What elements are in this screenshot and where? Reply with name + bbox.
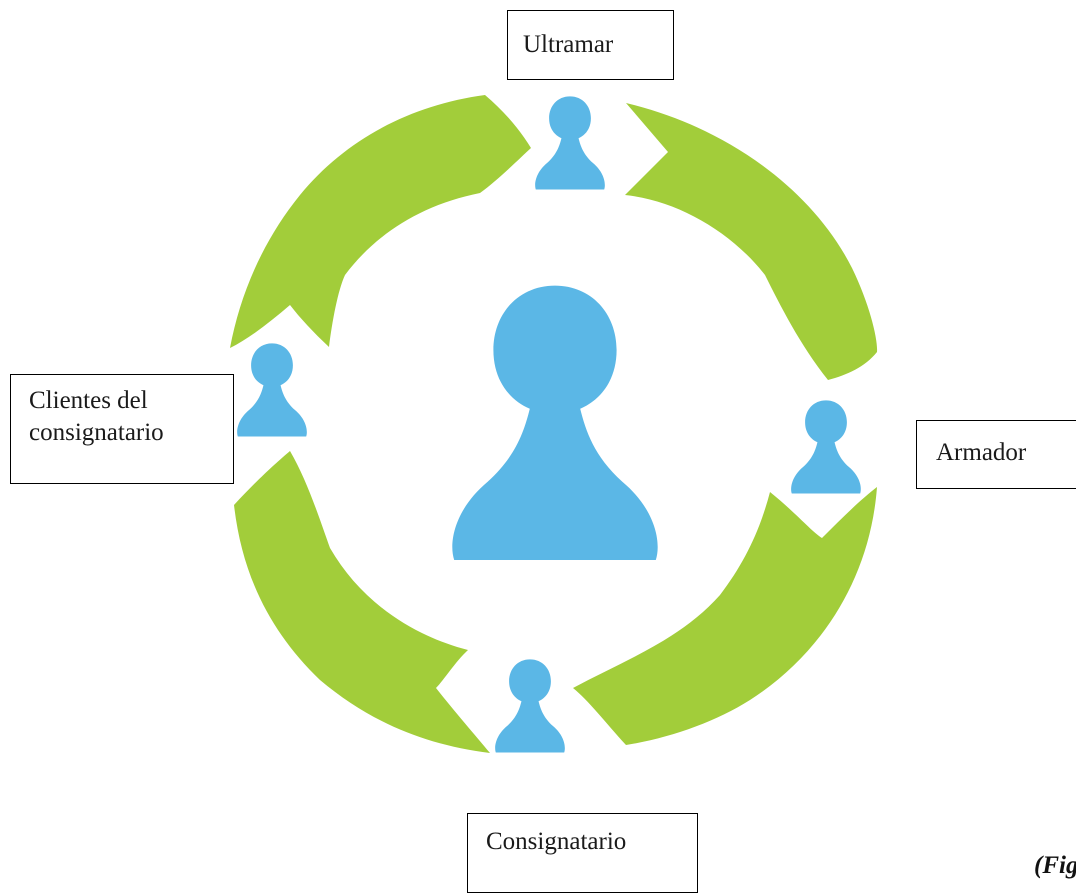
person-icon-bottom (495, 659, 565, 753)
ultramar-label-box: Ultramar (507, 10, 674, 80)
ultramar-label: Ultramar (523, 31, 614, 58)
armador-label: Armador (936, 439, 1027, 466)
consignatario-label: Consignatario (486, 828, 627, 855)
clientes-label-line2: consignatario (29, 419, 164, 446)
clientes-label-line1: Clientes del (29, 387, 148, 414)
consignatario-label-box: Consignatario (467, 813, 698, 893)
person-icon-left (237, 343, 307, 437)
person-icon-right (791, 400, 861, 494)
cycle-arrow-top-left (230, 95, 531, 348)
clientes-label-box: Clientes del consignatario (10, 374, 234, 484)
figure-caption: (Fig (1034, 852, 1076, 879)
armador-label-box: Armador (916, 420, 1076, 489)
person-icon-top (535, 96, 605, 190)
person-icon-center (452, 285, 658, 560)
cycle-arrow-bottom-left (234, 451, 490, 753)
cycle-arrow-bottom-right (573, 487, 877, 745)
cycle-arrow-top-right (625, 103, 878, 380)
